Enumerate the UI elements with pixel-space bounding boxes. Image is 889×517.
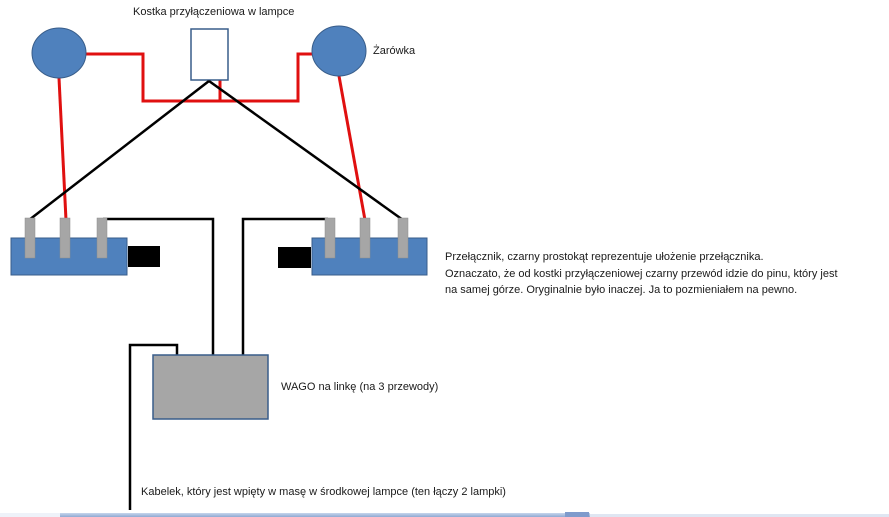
left-switch-pin-2	[59, 217, 71, 259]
left-switch	[10, 217, 160, 276]
switch-note: Przełącznik, czarny prostokąt reprezentu…	[445, 249, 838, 299]
black-wire-left-switch-to-wago	[103, 217, 215, 355]
right-switch	[278, 217, 428, 276]
left-switch-lever	[128, 246, 160, 267]
black-wire-junction-to-left-switch	[28, 80, 210, 221]
right-switch-pin-1	[324, 217, 336, 259]
scrollbar-right-area	[590, 514, 889, 517]
wago-connector	[152, 354, 269, 420]
black-wire-right-switch-to-wago	[241, 217, 328, 355]
red-wire-left-bulb-to-switch	[57, 77, 68, 221]
right-switch-pin-2	[359, 217, 371, 259]
junction-box	[190, 28, 229, 81]
left-switch-pin-1	[24, 217, 36, 259]
junction-box-label: Kostka przyłączeniowa w lampce	[133, 6, 295, 18]
wago-label: WAGO na linkę (na 3 przewody)	[281, 381, 439, 393]
red-wire-bus-to-right-bulb	[220, 52, 312, 103]
scrollbar-track[interactable]	[60, 513, 590, 517]
switch-note-line-1: Przełącznik, czarny prostokąt reprezentu…	[445, 251, 764, 263]
scrollbar-left-area[interactable]	[0, 513, 61, 517]
right-switch-pin-3	[397, 217, 409, 259]
right-switch-lever	[278, 247, 311, 268]
horizontal-scrollbar[interactable]	[0, 512, 889, 517]
scrollbar-thumb[interactable]	[565, 512, 589, 517]
right-bulb	[311, 25, 367, 77]
left-switch-pin-3	[96, 217, 108, 259]
black-wire-junction-to-right-switch	[208, 79, 404, 222]
switch-note-line-3: na samej górze. Oryginalnie było inaczej…	[445, 284, 798, 296]
switch-note-line-2: Oznaczato, że od kostki przyłączeniowej …	[445, 267, 838, 280]
bulb-label: Żarówka	[373, 45, 416, 57]
black-wire-ground-to-wago	[128, 343, 179, 510]
black-wires	[28, 79, 404, 510]
left-bulb	[31, 27, 87, 79]
ground-wire-label: Kabelek, który jest wpięty w masę w środ…	[141, 486, 506, 498]
red-wire-right-bulb-to-switch	[337, 75, 367, 221]
